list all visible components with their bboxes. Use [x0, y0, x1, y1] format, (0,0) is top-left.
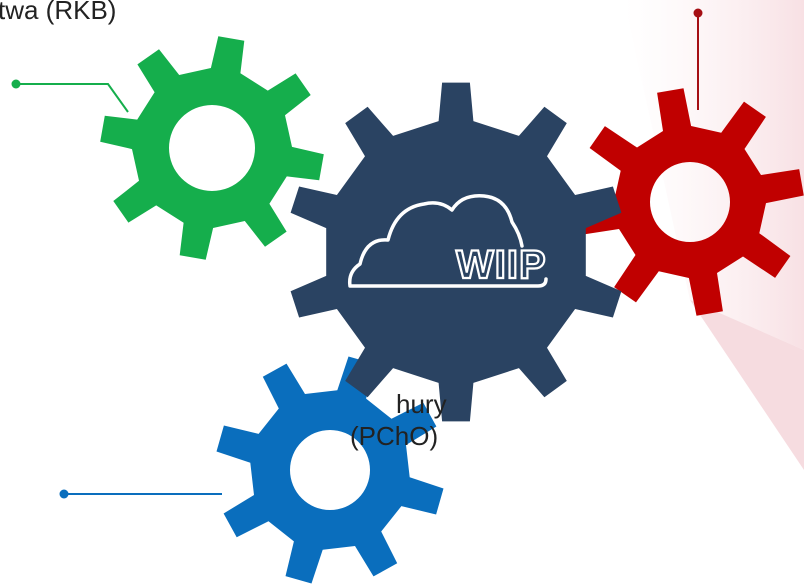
label-pcho: hury (PChO): [350, 388, 447, 452]
connector-blue: [59, 489, 222, 499]
label-pcho-line1: hury: [396, 389, 447, 419]
connector-red: [693, 8, 703, 110]
logo-text: WIIP: [456, 243, 547, 287]
navy-gear-icon: [290, 82, 622, 422]
red-gear-icon: [576, 88, 804, 316]
cloud-icon: [347, 194, 548, 288]
wiip-logo: WIIP: [347, 194, 548, 288]
label-pcho-line2: (PChO): [350, 421, 439, 451]
green-gear-icon: [100, 36, 324, 260]
label-rkb: twa (RKB): [0, 0, 117, 25]
connector-green: [11, 79, 129, 113]
blue-gear-icon: [216, 356, 444, 584]
